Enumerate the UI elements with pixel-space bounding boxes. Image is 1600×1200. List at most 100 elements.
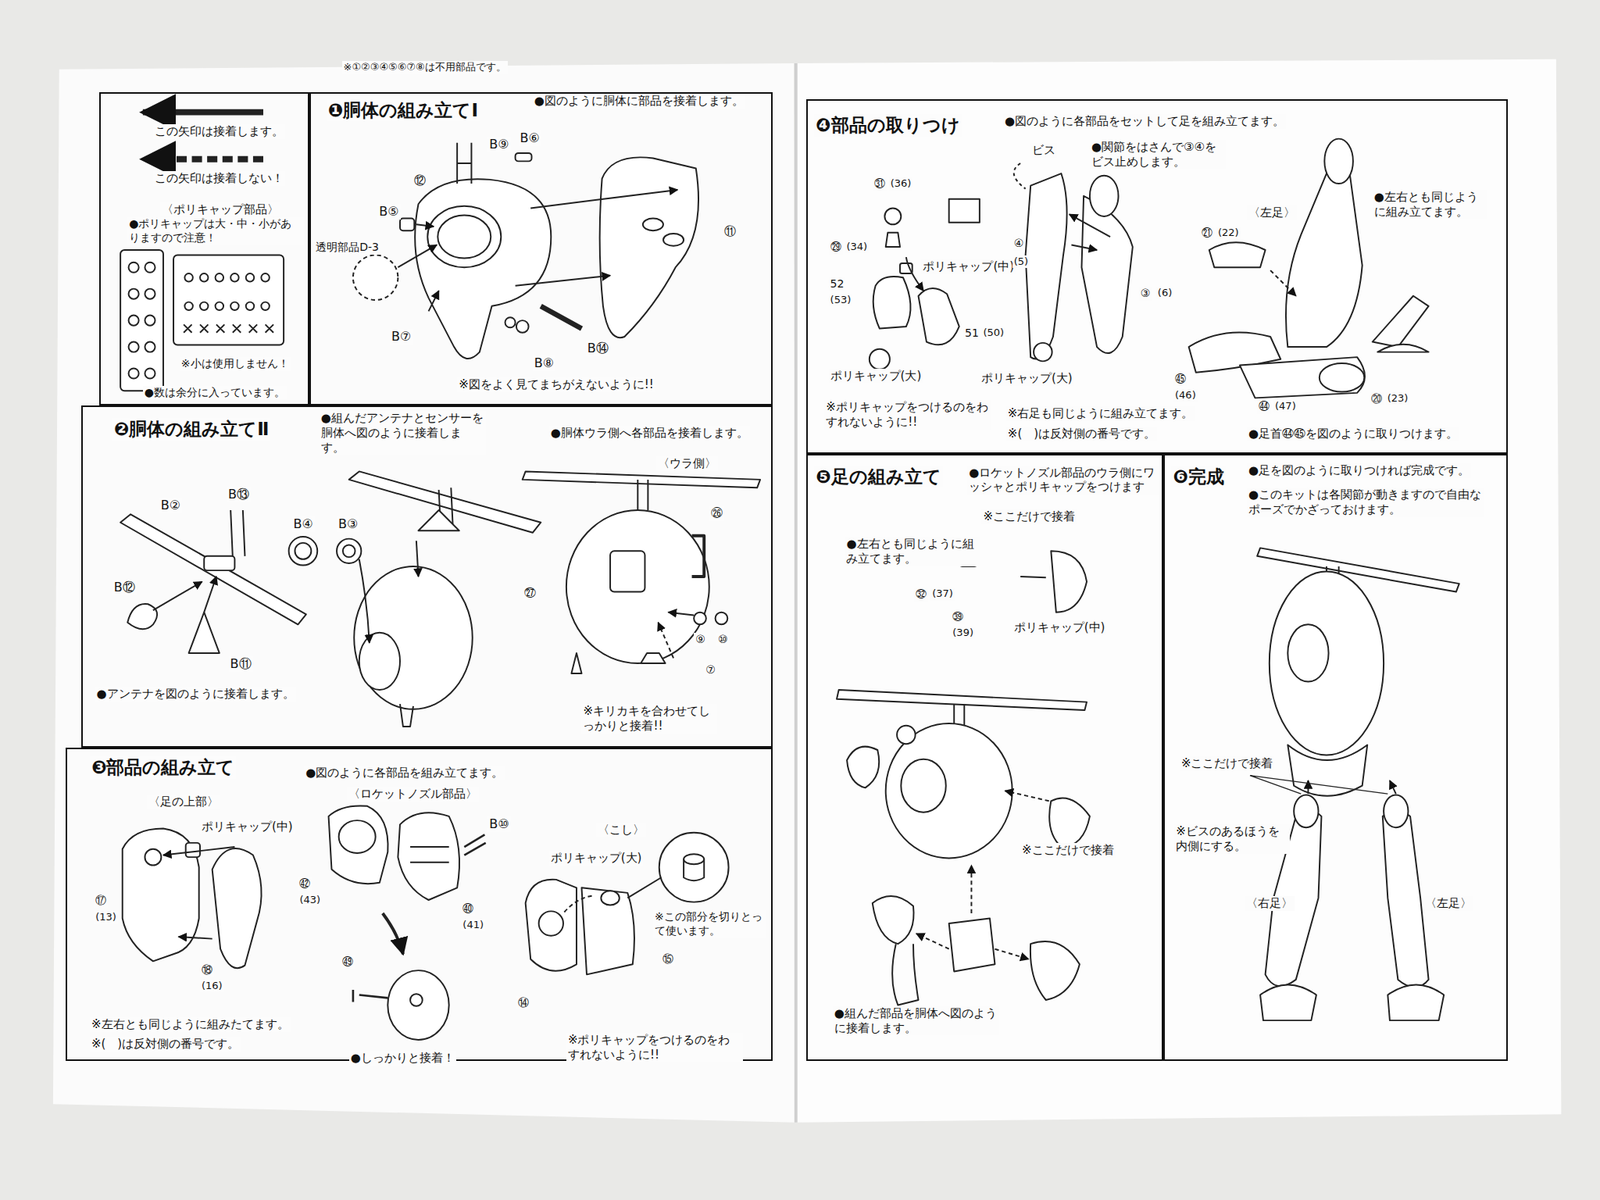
callout-number: ⑪ [722, 224, 738, 240]
body-assembly-drawing [836, 550, 1090, 1005]
note-text: 透明部品D-3 [314, 240, 381, 255]
antenna-drawing [120, 510, 307, 654]
callout-number: ⑫ [412, 173, 428, 189]
callout-number: B⑭ [585, 340, 611, 357]
callout-number: (22) [1216, 226, 1241, 240]
callout-number: ㉙ [828, 240, 843, 255]
instruction-note: ●ポリキャップは大・中・小がありますので注意！ [127, 217, 304, 245]
callout-number: 〈こし〉 [596, 822, 647, 838]
callout-number: (53) [828, 293, 854, 307]
callout-number: ㊾ [340, 955, 355, 970]
note-text: ●左右とも同じように組み立てます。 [844, 536, 981, 567]
callout-number: ㉗ [522, 585, 538, 601]
callout-number: ビス [1030, 142, 1058, 158]
body-back-drawing [522, 471, 761, 674]
callout-number: B⑫ [112, 579, 137, 596]
callout-number: 〈左足〉 [1246, 205, 1297, 221]
rocket-nozzle-drawing [328, 805, 486, 1040]
note-text: ポリキャップ(大) [828, 368, 924, 384]
step-heading: ❶胴体の組み立てⅠ [326, 99, 480, 122]
callout-number: 51 [963, 326, 981, 341]
left-leg-drawing [1189, 139, 1429, 399]
instruction-note: ●数は余分に入っています。 [142, 385, 287, 400]
callout-number: B③ [336, 516, 360, 533]
callout-number: B⑪ [228, 656, 254, 672]
callout-number: B⑨ [487, 136, 511, 153]
callout-number: B⑬ [226, 486, 251, 503]
hip-drawing [525, 832, 729, 975]
instruction-note: ●図のように各部品を組み立てます。 [303, 765, 505, 781]
step-heading: ❻完成 [1171, 465, 1225, 489]
callout-number: B⑩ [487, 816, 511, 833]
note-text: ※この部分を切りとって使います。 [653, 910, 767, 938]
callout-number: (13) [93, 910, 118, 924]
callout-number: ⑱ [200, 963, 215, 978]
callout-number: (23) [1385, 392, 1411, 405]
instruction-note: この矢印は接着しない！ [153, 171, 286, 186]
note-text: ※ここだけで接着 [981, 509, 1077, 525]
callout-number: ㉑ [1200, 226, 1215, 241]
callout-number: ⑳ [1369, 392, 1384, 407]
note-text: ●左右とも同じように組み立てます。 [1372, 189, 1489, 220]
callout-number: (46) [1173, 389, 1198, 402]
instruction-note: ●ロケットノズル部品のウラ側にワッシャとポリキャップをつけます [967, 465, 1160, 496]
note-text: ※①②③④⑤⑥⑦⑧は不用部品です。 [342, 60, 508, 74]
instruction-note: ●図のように各部品をセットして足を組み立てます。 [1003, 114, 1286, 129]
callout-number: 〈ウラ側〉 [656, 456, 718, 472]
callout-number: B⑤ [377, 203, 400, 220]
note-text: ※図をよく見てまちがえないように!! [457, 377, 656, 393]
knee-parts-drawing [869, 199, 980, 370]
note-text: ※ここだけで接着 [1179, 756, 1275, 772]
callout-number: B⑧ [532, 355, 556, 372]
leg-upper-drawing [122, 828, 262, 969]
note-text: ●関節をはさんで③④をビス止めします。 [1089, 139, 1226, 170]
note-text: ●しっかりと接着！ [349, 1050, 457, 1066]
callout-number: ⑦ [703, 663, 718, 678]
callout-number: B④ [292, 516, 315, 533]
note-text: ポリキャップ(大) [549, 850, 644, 866]
note-text: ※左右とも同じように組みたてます。 [89, 1017, 291, 1033]
callout-number: (36) [889, 177, 914, 190]
instruction-note: ●足を図のように取りつければ完成です。 [1246, 463, 1472, 479]
note-text: ※キリカキを合わせてしっかりと接着!! [581, 703, 718, 734]
left-page [53, 63, 797, 1123]
instruction-note: ●このキットは各関節が動きますので自由なポーズでかざっておけます。 [1246, 487, 1485, 518]
callout-number: (16) [200, 979, 225, 993]
callout-number: B⑦ [389, 328, 413, 345]
callout-number: (37) [930, 587, 955, 600]
note-text: ●組んだ部品を胴体へ図のように接着します。 [832, 1006, 1000, 1036]
body-front-drawing [289, 471, 542, 727]
callout-number: (50) [981, 326, 1006, 340]
note-text: ※右足も同じように組み立てます。 [1006, 406, 1196, 422]
callout-number: ㉖ [709, 506, 725, 522]
callout-number: ㊹ [1257, 400, 1272, 415]
right-page [796, 59, 1562, 1123]
callout-number: ㊴ [950, 610, 965, 625]
note-text: ※( )は反対側の番号です。 [89, 1036, 241, 1052]
callout-number: ㊺ [1173, 372, 1188, 387]
step-heading: ❺足の組み立て [814, 465, 943, 489]
note-text: ※ビスのあるほうを内側にする。 [1174, 824, 1290, 854]
callout-number: ⑮ [660, 952, 675, 967]
callout-number: 52 [828, 277, 847, 292]
page-fold [794, 63, 798, 1123]
callout-number: 〈右足〉 [1244, 896, 1295, 911]
instruction-note: ●胴体ウラ側へ各部品を接着します。 [549, 425, 750, 441]
callout-number: (47) [1273, 400, 1298, 413]
leg-link-drawing [1014, 163, 1133, 361]
callout-number: ⑰ [93, 893, 108, 908]
note-text: 〈足の上部〉 [146, 794, 221, 810]
callout-number: B⑥ [518, 130, 542, 147]
callout-number: (41) [460, 918, 486, 932]
step-heading: ❷胴体の組み立てⅡ [112, 417, 272, 441]
callout-number: ㉜ [914, 587, 929, 602]
note-text: ポリキャップ(中) [200, 819, 295, 835]
callout-number: B② [159, 497, 183, 514]
legend-panel: この矢印は接着します。この矢印は接着しない！〈ポリキャップ部品〉●ポリキャップは… [99, 92, 310, 406]
callout-number: 〈左足〉 [1423, 896, 1474, 911]
note-text: ※( )は反対側の番号です。 [1006, 426, 1158, 442]
callout-number: ④ [1012, 236, 1026, 251]
instruction-note: ※小は使用しません！ [179, 357, 291, 372]
